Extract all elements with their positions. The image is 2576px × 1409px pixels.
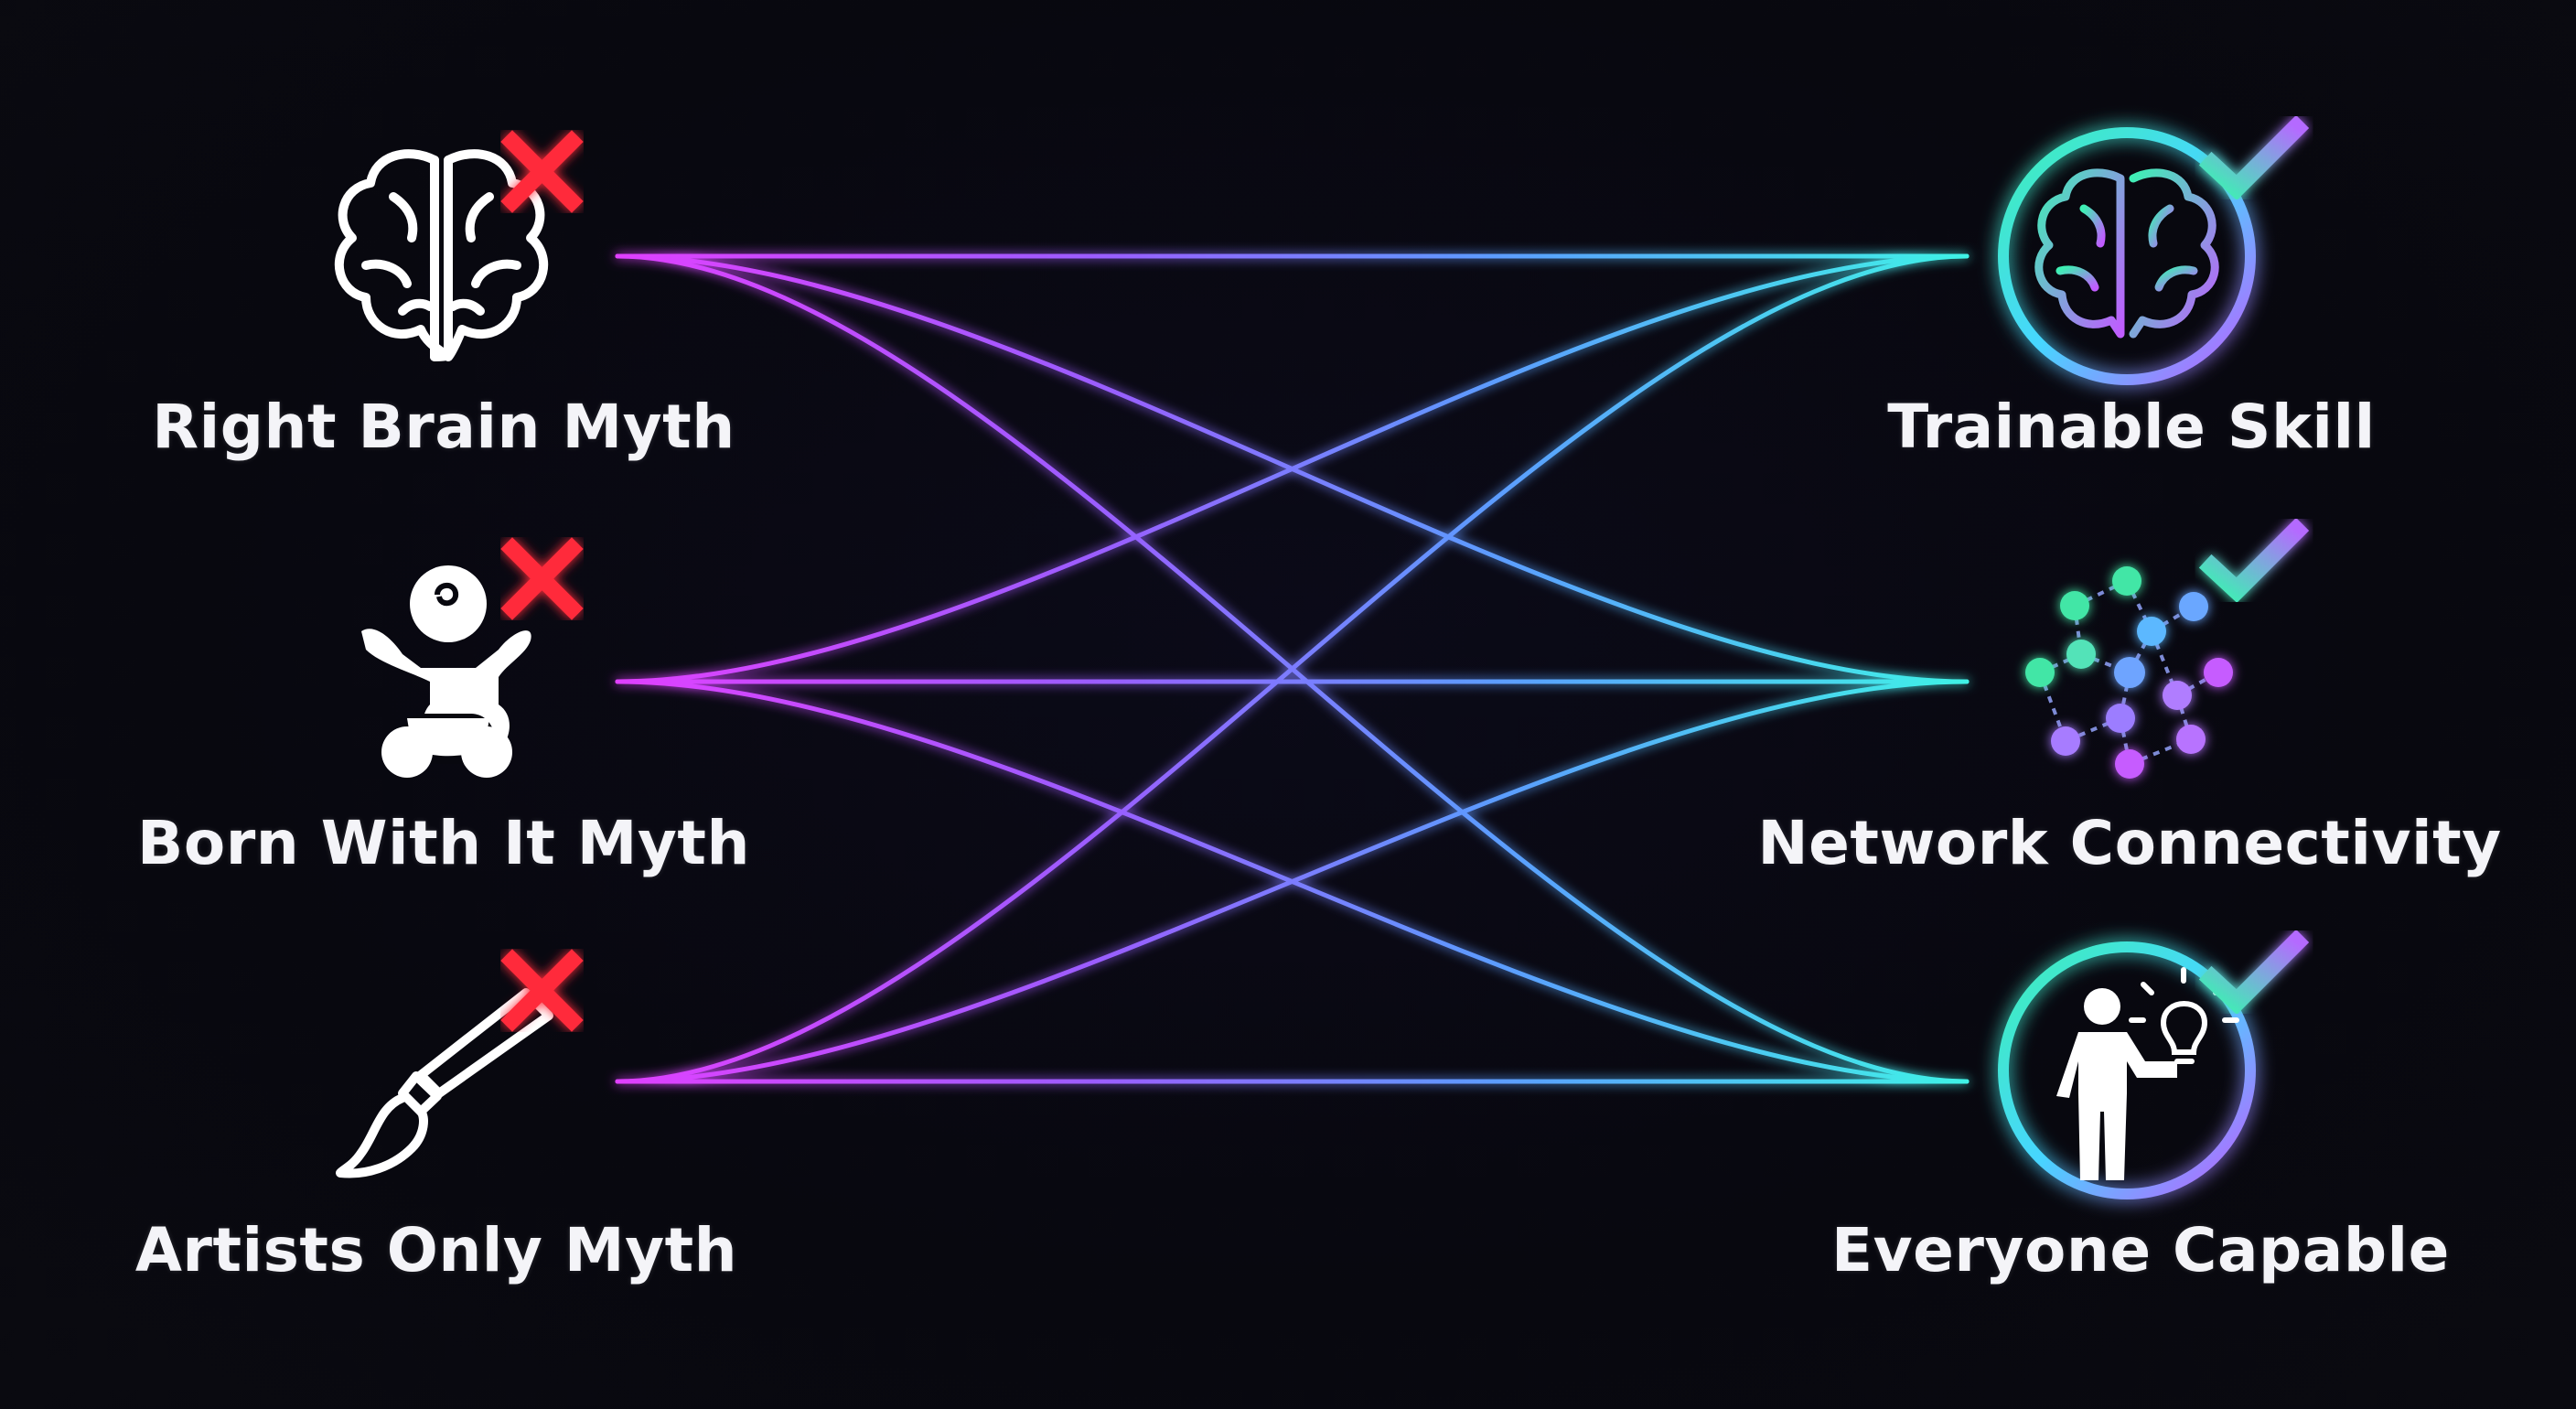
check-icon	[2198, 517, 2310, 603]
myth-label-artists-only: Artists Only Myth	[134, 1215, 738, 1285]
brain-circle-icon	[1998, 127, 2256, 385]
person-lightbulb-icon	[1998, 941, 2256, 1199]
myth-label-right-brain: Right Brain Myth	[152, 392, 735, 462]
brain-icon	[334, 149, 549, 361]
check-icon	[2198, 114, 2310, 200]
baby-icon	[361, 565, 531, 778]
network-icon	[2025, 566, 2233, 779]
cross-icon	[500, 130, 584, 213]
truth-label-everyone-capable: Everyone Capable	[1831, 1215, 2450, 1285]
check-icon	[2198, 929, 2310, 1015]
connection-lines	[615, 253, 1970, 1084]
cross-icon	[500, 949, 584, 1032]
connection-line-2-0	[615, 253, 1970, 1084]
myth-label-born-with-it: Born With It Myth	[137, 808, 750, 878]
truth-label-trainable-skill: Trainable Skill	[1887, 392, 2376, 462]
connection-line-2-1	[615, 679, 1970, 1084]
cross-icon	[500, 537, 584, 620]
truth-label-network-connectivity: Network Connectivity	[1757, 808, 2502, 878]
paintbrush-icon	[336, 988, 553, 1178]
connection-line-1-0	[615, 253, 1970, 684]
